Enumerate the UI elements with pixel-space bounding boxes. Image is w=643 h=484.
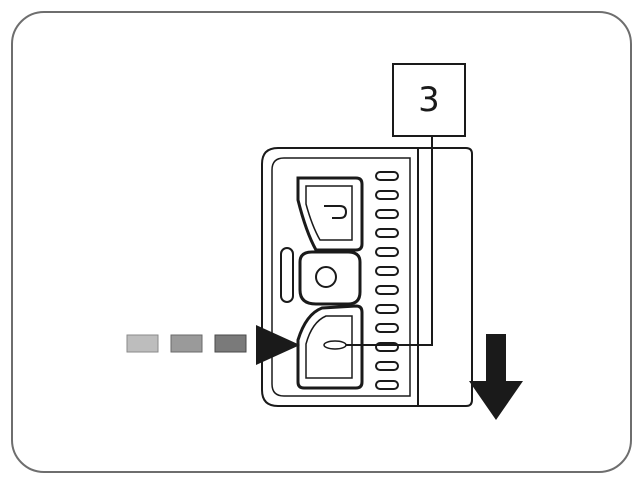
callout-leader-line [346,136,433,346]
middle-button [298,250,362,306]
dash-2 [170,334,203,353]
callout-box [392,63,466,137]
device-side-panel [417,147,473,407]
device-housing-inner [271,157,411,397]
dash-1 [126,334,159,353]
upper-button [296,176,364,252]
down-arrow-icon [469,334,523,420]
insertion-dashes [126,334,247,353]
dash-3 [214,334,247,353]
side-pill [280,247,294,303]
reset-hole [323,340,347,350]
right-arrow-icon [256,325,300,365]
lower-button [296,304,364,390]
